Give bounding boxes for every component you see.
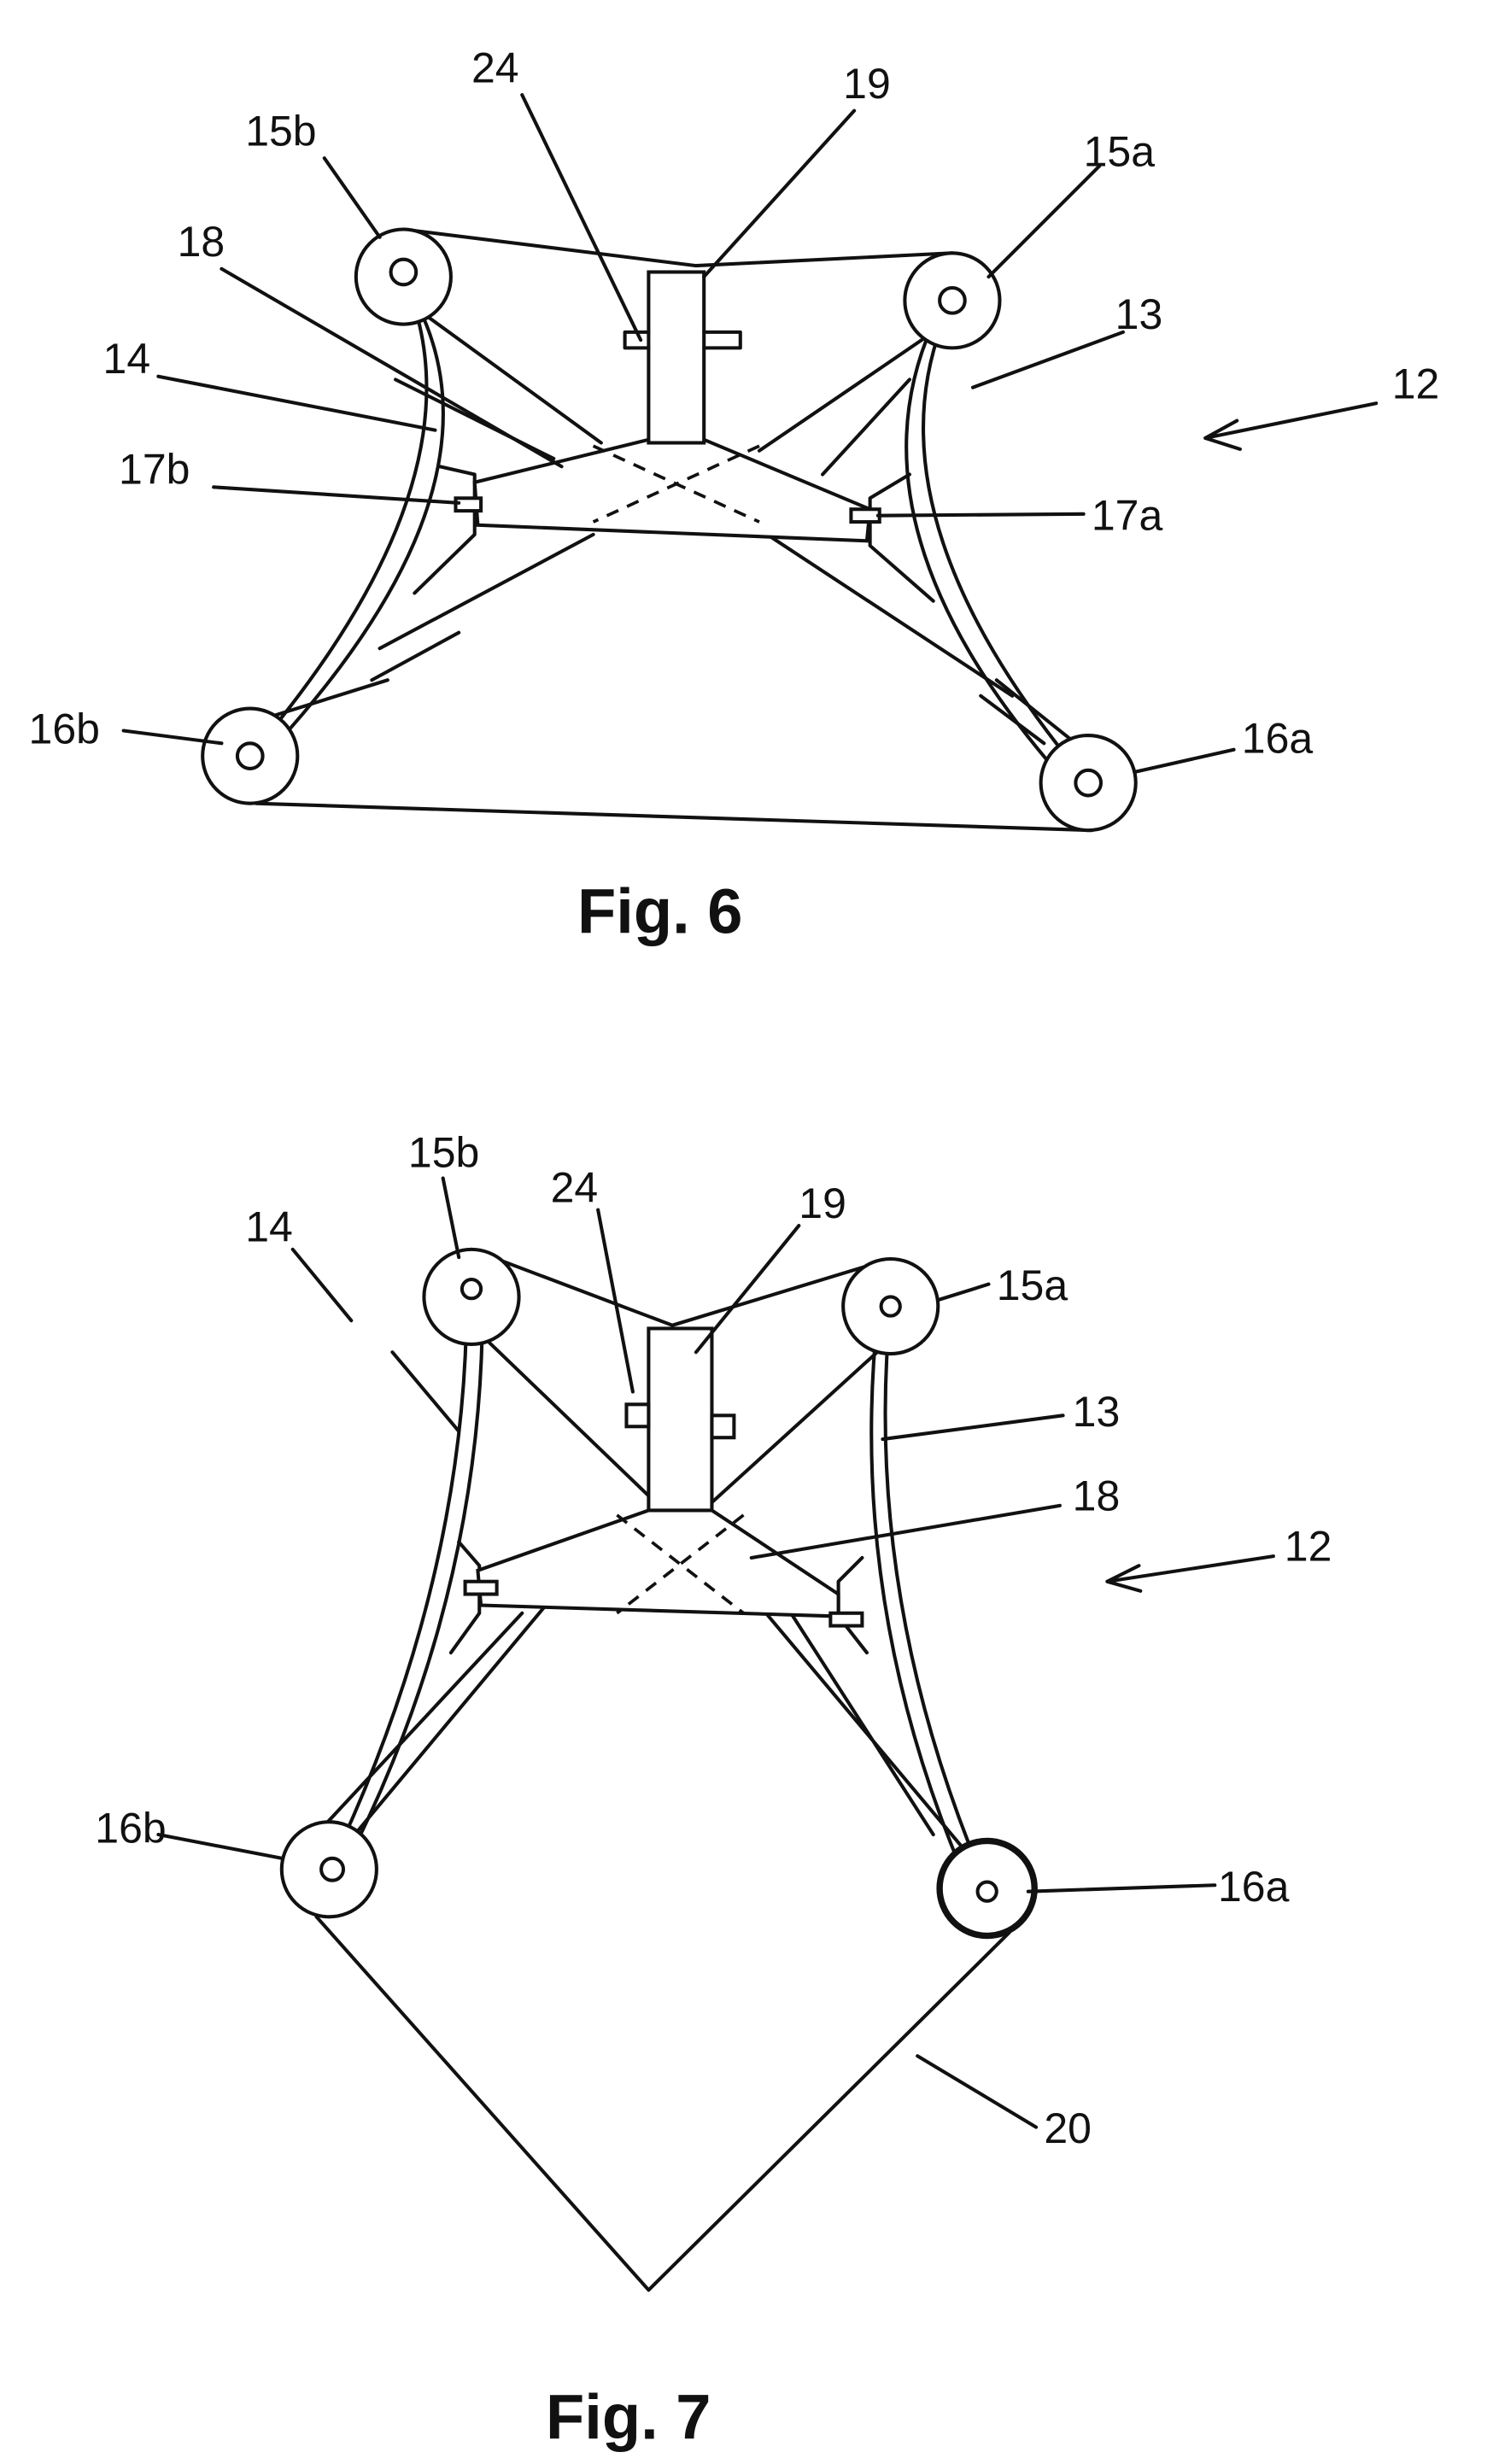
label-15a: 15a [1084,127,1156,175]
plate-cross [616,1513,745,1615]
label-20: 20 [1044,2104,1092,2152]
plate-18 [472,437,872,543]
arrow-12 [1203,401,1379,451]
label-16a: 16a [1242,714,1314,762]
label-24: 24 [551,1163,599,1211]
axle [460,1278,483,1301]
arm-13 [869,1304,989,1891]
label-14: 14 [103,335,151,383]
arrow-12 [1105,1554,1275,1593]
label-13: 13 [1073,1388,1121,1436]
strut [259,678,1078,746]
label-24: 24 [471,44,519,91]
label-16b: 16b [95,1804,166,1852]
bracket [836,1555,869,1655]
plate-cross [592,444,760,524]
pin [463,1579,499,1596]
crossbar-24 [710,1413,736,1440]
bottom-belt [255,801,1093,833]
leader-lines [156,1176,1217,2129]
axle [235,741,265,770]
axle [319,1856,346,1882]
axle [389,257,419,287]
pin [828,1611,864,1628]
caption-fig-7: Fig. 7 [546,2381,711,2452]
strut [472,1326,888,1528]
axle [879,1295,902,1318]
pin-17b [454,496,483,513]
label-17b: 17b [119,446,190,494]
arm-14 [248,275,445,758]
label-18: 18 [178,218,225,266]
rope-20 [314,1915,1011,2292]
strut [757,330,935,477]
axle [1074,768,1104,798]
crossbar-24 [624,1402,651,1429]
label-15b: 15b [408,1129,479,1177]
top-belt [401,227,954,268]
label-12: 12 [1392,360,1440,408]
strut [307,1603,548,1845]
label-19: 19 [799,1179,846,1227]
label-14: 14 [245,1203,293,1251]
label-13: 13 [1115,290,1163,338]
arm-14 [327,1295,485,1871]
figure-6: 24 19 15b 15a 18 13 14 12 17b 17a 16b 16… [29,44,1440,946]
top-belt [469,1247,893,1327]
post-19 [647,270,706,445]
bracket-17b [413,465,477,595]
leader-lines [121,93,1236,774]
axle [938,285,967,315]
arm-13 [904,298,1091,785]
strut [765,532,1046,746]
label-15b: 15b [245,107,316,155]
caption-fig-6: Fig. 6 [577,876,742,947]
bracket-17a [868,472,935,603]
post-19 [647,1326,714,1513]
strut [370,532,595,682]
label-17a: 17a [1092,491,1163,539]
plate-18 [476,1508,840,1618]
label-16a: 16a [1218,1863,1290,1911]
strut [757,1603,967,1852]
axle [975,1880,998,1903]
label-19: 19 [843,60,891,108]
label-15a: 15a [997,1261,1068,1309]
label-16b: 16b [29,705,100,752]
pin-17a [849,507,881,524]
figure-7: 15b 24 19 14 15a 13 18 12 16b 16a 20 Fig… [95,1129,1332,2453]
label-12: 12 [1285,1523,1332,1571]
label-18: 18 [1073,1472,1121,1519]
